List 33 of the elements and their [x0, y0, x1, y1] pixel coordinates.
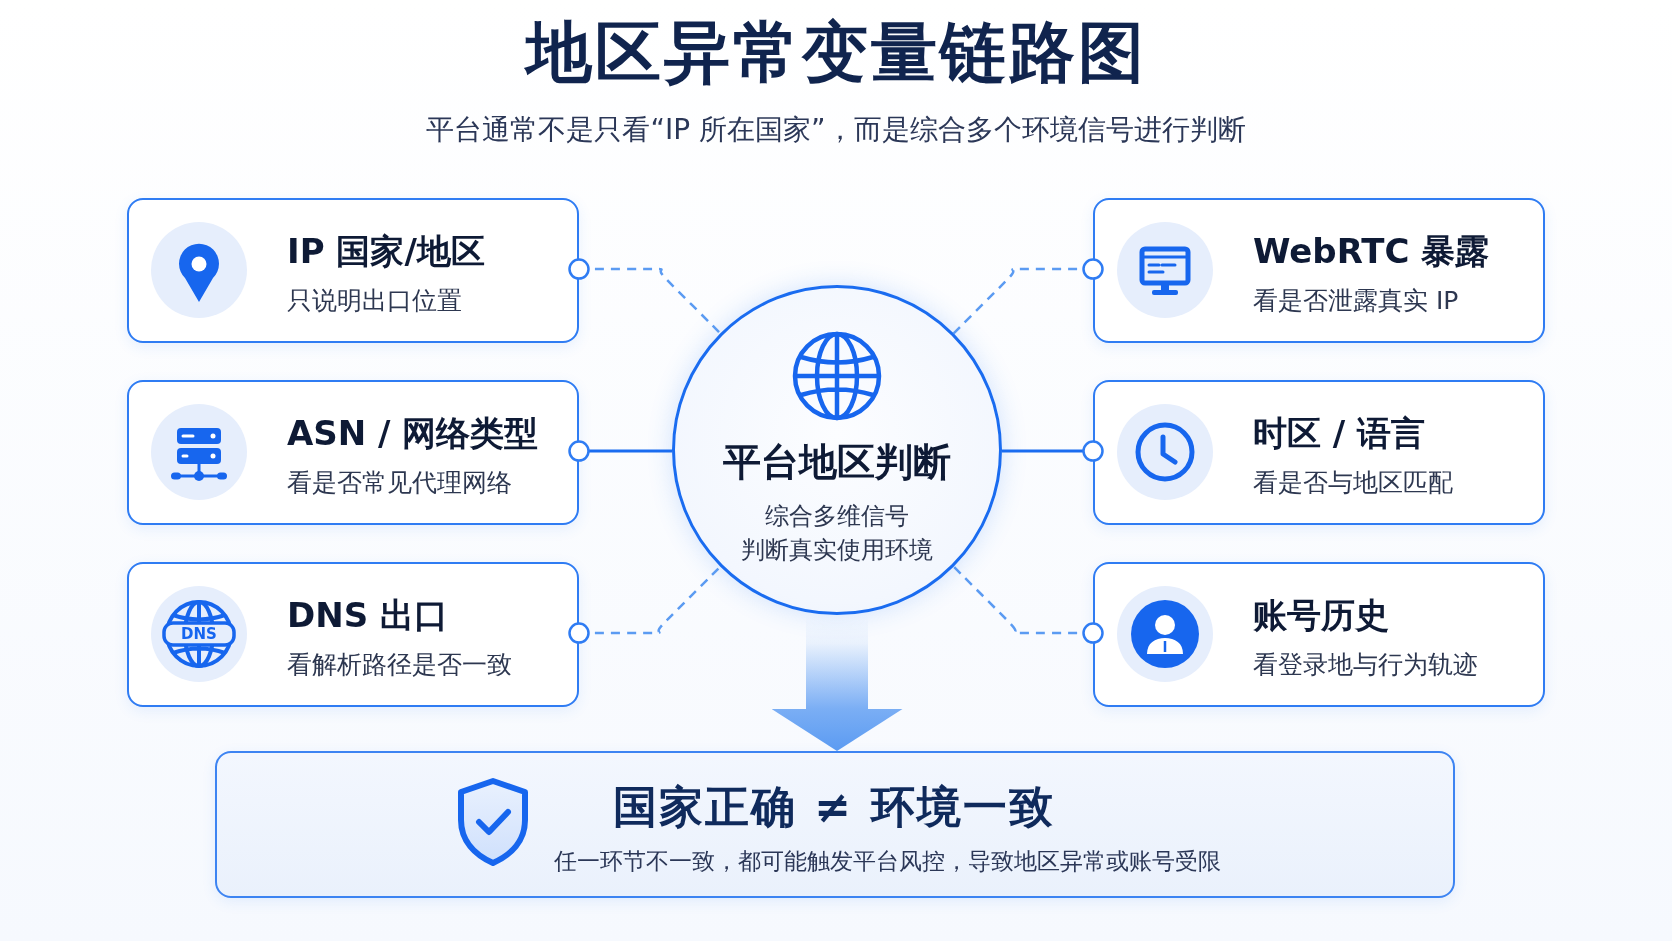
hub-description: 判断真实使用环境: [739, 535, 934, 566]
dashed-connector: [952, 565, 1104, 644]
card-description: 看是否与地区匹配: [1253, 467, 1453, 499]
hub-description: 综合多维信号: [763, 501, 910, 532]
icon-label: DNS: [180, 624, 218, 645]
card-title: DNS 出口: [287, 595, 448, 635]
conclusion-heading: 国家正确 ≠ 环境一致: [613, 781, 1055, 833]
signal-card: [1093, 562, 1545, 707]
signal-card: [1093, 380, 1545, 525]
signal-card: [1093, 198, 1545, 343]
card-title: 账号历史: [1253, 595, 1389, 635]
conclusion-text: 任一环节不一致，都可能触发平台风控，导致地区异常或账号受限: [554, 847, 1221, 876]
card-title: 时区 / 语言: [1253, 413, 1426, 453]
card-description: 看是否泄露真实 IP: [1253, 285, 1459, 317]
card-title: WebRTC 暴露: [1253, 231, 1490, 271]
signal-card: [127, 380, 579, 525]
signal-card: [127, 198, 579, 343]
connector-line: [568, 440, 672, 462]
card-description: 只说明出口位置: [287, 285, 462, 317]
page-subtitle: 平台通常不是只看“IP 所在国家”，而是综合多个环境信号进行判断: [425, 112, 1247, 148]
signal-card: [127, 562, 579, 707]
card-title: ASN / 网络类型: [287, 413, 539, 453]
dashed-connector: [952, 258, 1104, 335]
hub-title: 平台地区判断: [721, 440, 952, 484]
conclusion-panel: [215, 751, 1455, 898]
card-title: IP 国家/地区: [287, 231, 485, 271]
dashed-connector: [568, 565, 722, 644]
card-description: 看是否常见代理网络: [287, 467, 512, 499]
card-description: 看解析路径是否一致: [287, 649, 512, 681]
dashed-connector: [568, 258, 722, 335]
connector-line: [1002, 440, 1104, 462]
card-description: 看登录地与行为轨迹: [1253, 649, 1478, 681]
page-title: 地区异常变量链路图: [523, 13, 1148, 93]
